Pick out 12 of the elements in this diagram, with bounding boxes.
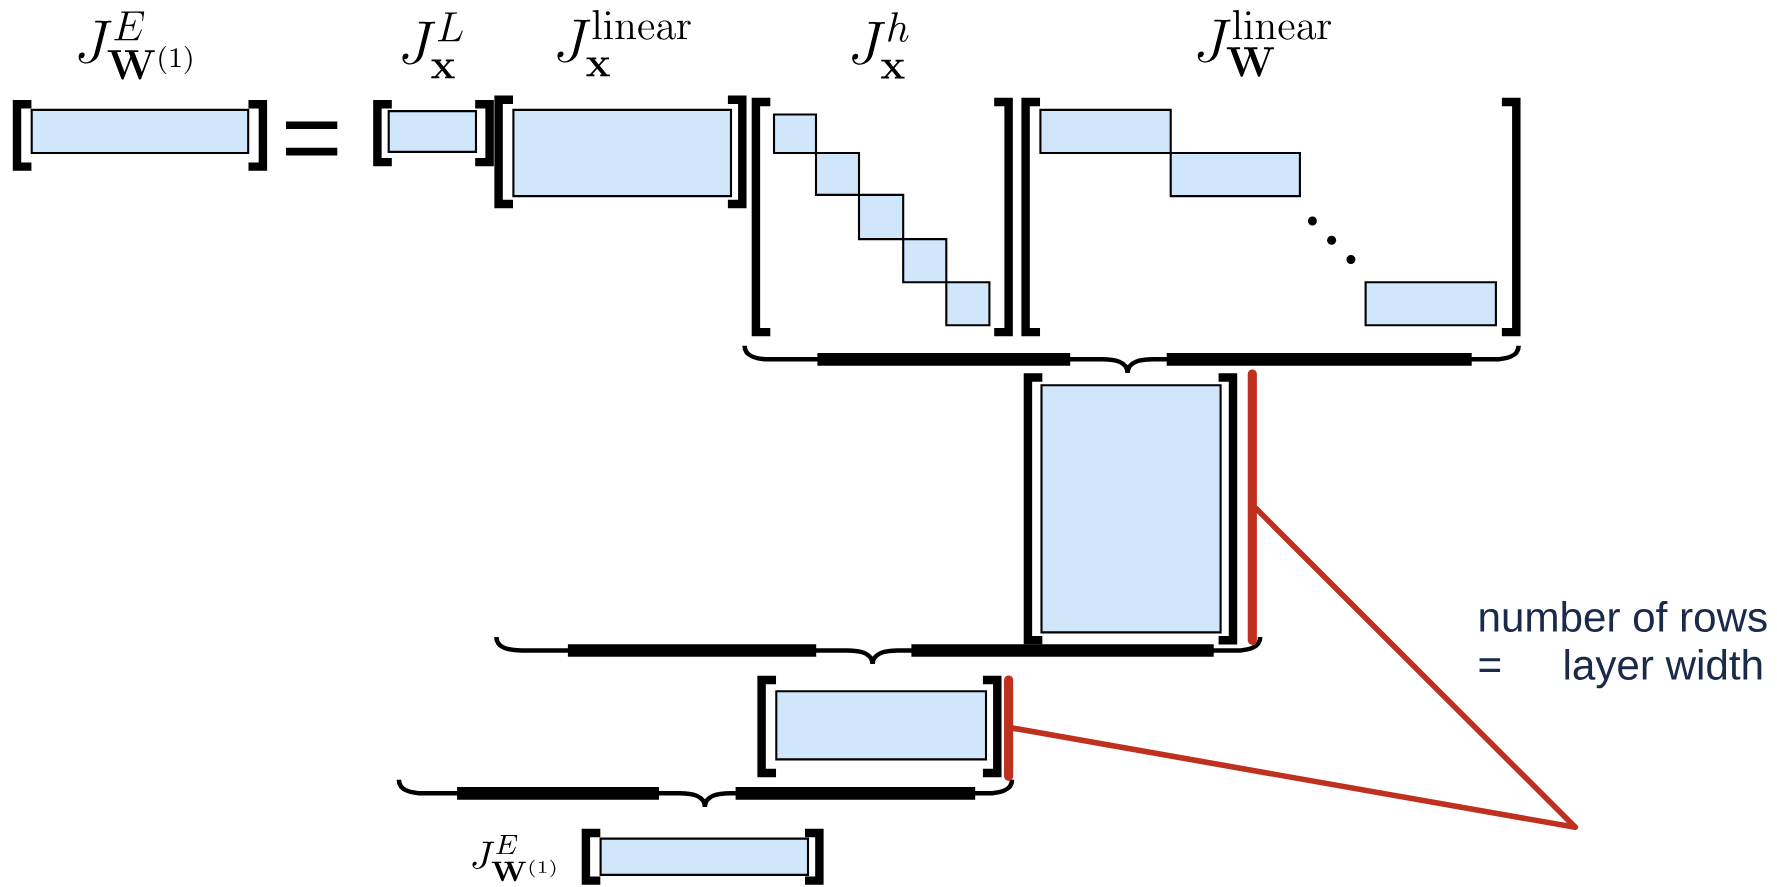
annotation-text: layer width (1565, 648, 1762, 689)
annotation-text: = (1479, 658, 1501, 672)
matrix-label: $J^{\mathrm{linear}}_{\mathbf{W}}$ (1197, 9, 1332, 77)
matrix-label: $J^{h}_{\mathbf{x}}$ (852, 11, 909, 79)
matrix-label: $J^{E}_{\mathbf{W}^{(1)}}$ (78, 11, 192, 80)
matrix-drawing (757, 675, 1002, 777)
matrix-label: $J^{\mathrm{linear}}_{\mathbf{x}}$ (557, 9, 691, 77)
matrix-drawing (1023, 373, 1238, 645)
equals-sign: = (286, 121, 338, 156)
matrix-label: $J^{E}_{\mathbf{W}^{(1)}}$ (472, 834, 556, 881)
matrix-label: $J^{L}_{\mathbf{x}}$ (402, 12, 463, 79)
annotation-text: number of rows (1480, 600, 1767, 632)
